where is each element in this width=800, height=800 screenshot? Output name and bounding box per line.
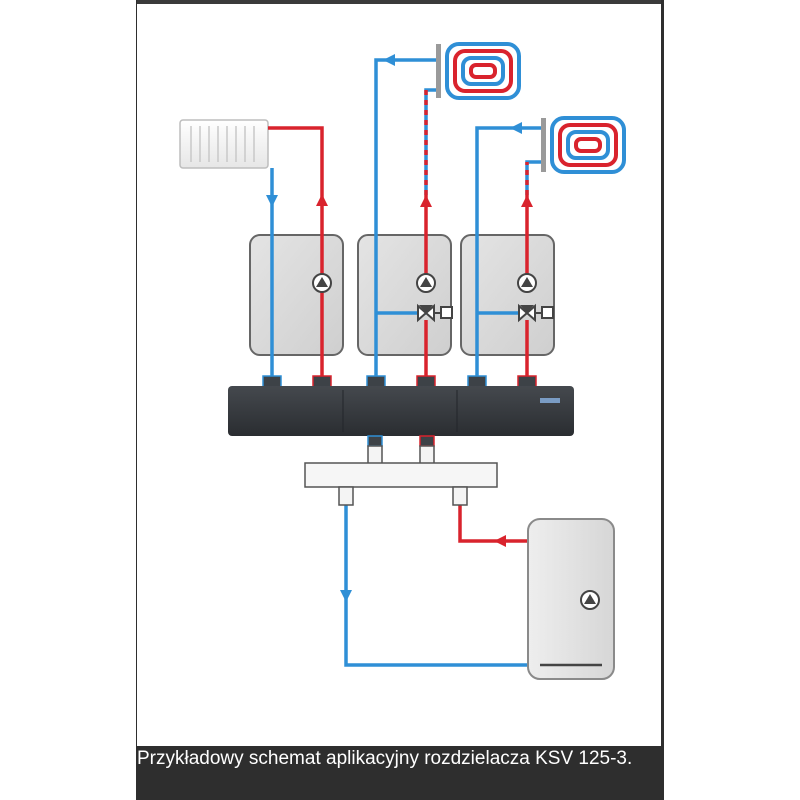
mixed-supply-pipes <box>424 88 541 195</box>
pump-module-1 <box>249 234 344 356</box>
brand-logo <box>540 398 560 403</box>
mixing-valve-icon <box>518 303 554 323</box>
pump-module-3 <box>460 234 555 356</box>
image-caption: Przykładowy schemat aplikacyjny rozdziel… <box>137 748 633 769</box>
flow-arrows <box>266 54 533 602</box>
arrow-up-icon <box>316 194 328 206</box>
mixing-valve-icon <box>417 303 453 323</box>
pump-icon <box>580 590 600 610</box>
pump-icon <box>517 273 537 293</box>
arrow-down-icon <box>340 590 352 602</box>
arrow-left-icon <box>383 54 395 66</box>
pump-module-2 <box>357 234 452 356</box>
return-pipes <box>270 58 541 667</box>
floor-heating-loop-2 <box>541 116 626 174</box>
pump-icon <box>312 273 332 293</box>
manifold-outlets <box>367 435 435 465</box>
arrow-down-icon <box>266 195 278 207</box>
floor-heating-loop-1 <box>436 42 521 100</box>
pump-icon <box>416 273 436 293</box>
arrow-left-icon <box>510 122 522 134</box>
radiator <box>179 119 269 169</box>
distributor-manifold <box>228 386 574 436</box>
manifold-connectors <box>262 375 537 389</box>
boiler <box>527 518 615 680</box>
arrow-left-icon <box>494 535 506 547</box>
hydraulic-separator <box>304 462 498 506</box>
arrow-up-icon <box>420 195 432 207</box>
cropped-header-strip <box>137 0 661 4</box>
arrow-up-icon <box>521 195 533 207</box>
